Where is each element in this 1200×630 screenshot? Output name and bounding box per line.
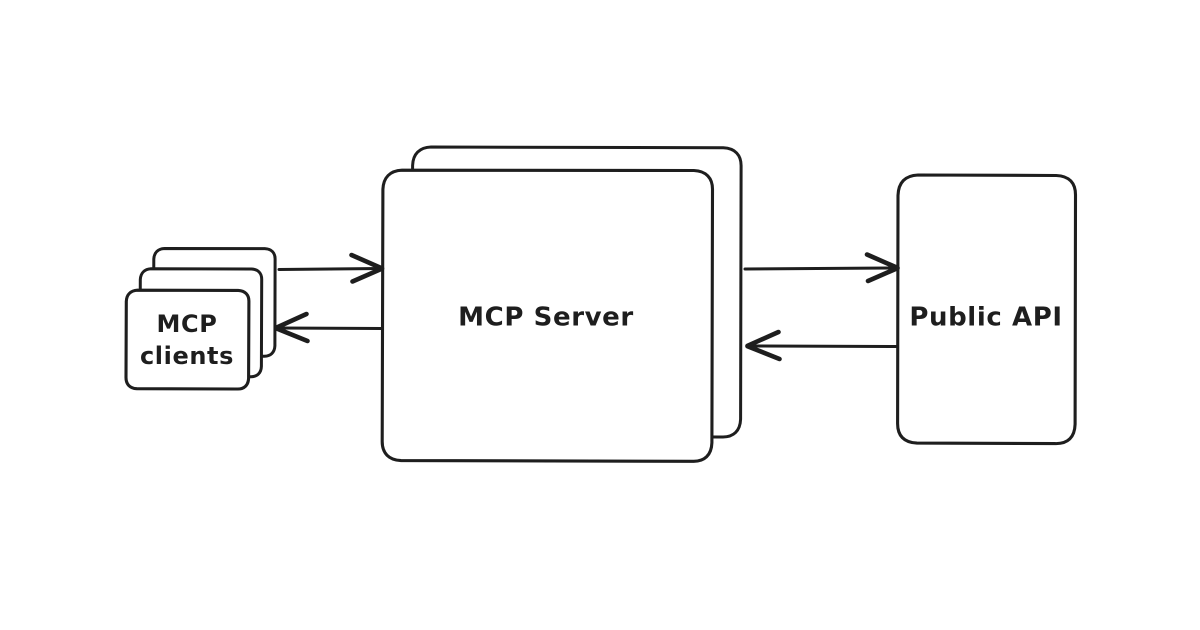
- edge-server-to-api[interactable]: [743, 252, 900, 284]
- edge-api-to-server-line: [747, 344, 898, 348]
- edge-api-to-server-arrowhead: [745, 329, 782, 362]
- edge-server-to-api-line: [743, 266, 898, 271]
- node-public-api[interactable]: Public API: [896, 173, 1078, 446]
- mcp-clients-card-front: [124, 288, 251, 391]
- public-api-label: Public API: [909, 303, 1062, 333]
- public-api-card: [896, 173, 1078, 446]
- mcp-clients-label-line1: MCP: [157, 310, 218, 338]
- node-mcp-clients[interactable]: MCP clients: [124, 247, 277, 391]
- edge-server-to-clients-arrowhead: [273, 311, 310, 344]
- mcp-clients-label-line2: clients: [140, 342, 234, 370]
- edge-server-to-api-arrowhead: [864, 252, 900, 284]
- edge-clients-to-server[interactable]: [277, 252, 385, 284]
- node-mcp-server[interactable]: MCP Server: [380, 145, 743, 463]
- mcp-server-card-front: [380, 168, 715, 463]
- edge-clients-to-server-arrowhead: [349, 252, 385, 284]
- edge-clients-to-server-line: [277, 267, 383, 271]
- edge-api-to-server[interactable]: [745, 329, 898, 362]
- mcp-server-label: MCP Server: [458, 303, 634, 333]
- edge-server-to-clients-line: [276, 326, 383, 330]
- edge-server-to-clients[interactable]: [273, 311, 383, 344]
